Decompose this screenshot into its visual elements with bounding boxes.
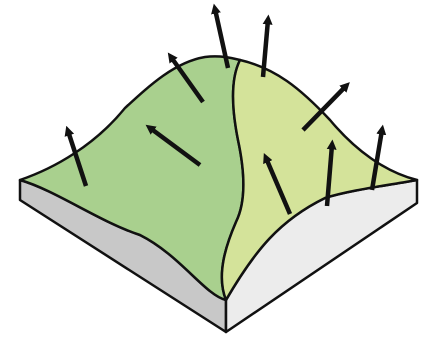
surface-normal-vectors-diagram bbox=[0, 0, 439, 337]
